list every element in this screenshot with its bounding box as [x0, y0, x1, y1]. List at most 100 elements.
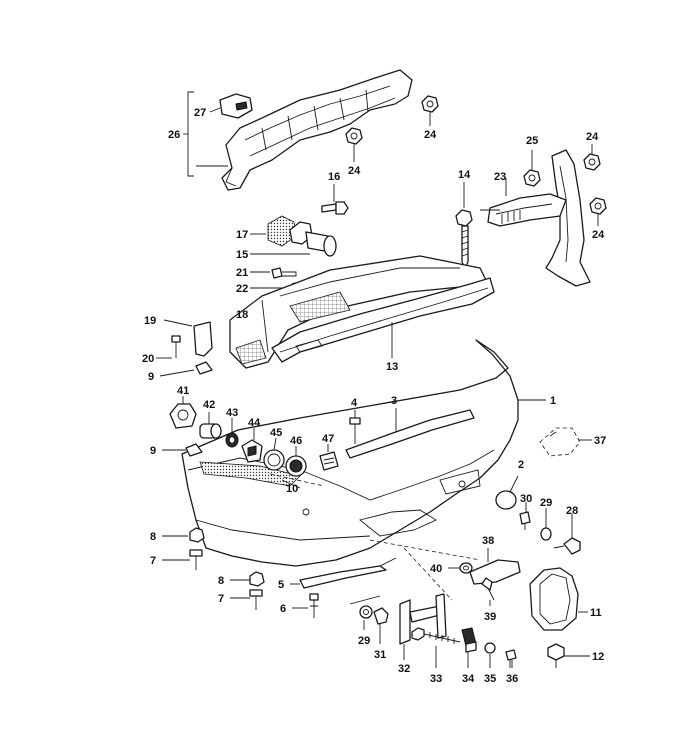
ring-45	[263, 437, 285, 471]
callout-1: 1	[550, 395, 556, 407]
callout-37: 37	[594, 435, 606, 447]
callout-30: 30	[520, 493, 532, 505]
side-bracket-23	[480, 149, 591, 287]
callout-11: 11	[590, 607, 602, 619]
cap-30	[519, 502, 531, 530]
ring-43	[225, 418, 239, 448]
callout-31: 31	[374, 649, 386, 661]
callout-13: 13	[386, 361, 398, 373]
bracket-17	[250, 215, 297, 247]
callout-15: 15	[236, 249, 248, 261]
callout-2: 2	[518, 459, 524, 471]
callout-22: 22	[236, 283, 248, 295]
callout-26: 26	[168, 129, 180, 141]
callout-18: 18	[236, 309, 248, 321]
bracket-32	[399, 593, 447, 660]
bolt-14	[455, 182, 473, 269]
bolt-12	[547, 643, 590, 668]
mount-15	[250, 221, 337, 257]
bolt-33	[411, 627, 461, 668]
washer-40	[448, 562, 473, 574]
callout-19: 19	[144, 315, 156, 327]
bracket-19	[163, 319, 213, 357]
callout-7-upper: 7	[150, 555, 156, 567]
callout-16: 16	[328, 171, 340, 183]
screw-20	[156, 335, 181, 359]
callout-29-upper: 29	[540, 497, 552, 509]
screw-4	[349, 410, 361, 444]
nut-24-b	[345, 127, 363, 162]
callout-24-d: 24	[592, 229, 605, 241]
callout-36: 36	[506, 673, 518, 685]
callout-44: 44	[248, 417, 261, 429]
clip-34	[461, 627, 477, 668]
nut-24-a	[421, 95, 439, 126]
callout-8-lower: 8	[218, 575, 224, 587]
callout-39: 39	[484, 611, 496, 623]
nut-24-c	[583, 144, 601, 171]
callout-38: 38	[482, 535, 494, 547]
guide-lines	[349, 539, 481, 605]
nut-31	[373, 607, 389, 644]
callout-32: 32	[398, 663, 410, 675]
callout-6: 6	[280, 603, 286, 615]
dashed-guide-10	[269, 473, 325, 487]
callout-24-a: 24	[424, 129, 437, 141]
seal-3	[345, 408, 475, 459]
washer-35	[484, 642, 496, 668]
strip-10	[199, 461, 301, 487]
callout-8-upper: 8	[150, 531, 156, 543]
callout-47: 47	[322, 433, 334, 445]
callout-12: 12	[592, 651, 604, 663]
plate-38	[469, 548, 521, 585]
lamp-housing-11	[529, 567, 588, 631]
callout-9-lower: 9	[150, 445, 156, 457]
cover-2	[495, 475, 519, 510]
callout-41: 41	[177, 385, 189, 397]
strip-5	[290, 557, 397, 589]
ring-46	[285, 446, 307, 477]
bumper-carrier-13	[271, 277, 495, 363]
callout-29-lower: 29	[358, 635, 370, 647]
impact-absorber-upper	[221, 69, 413, 191]
callout-42: 42	[203, 399, 215, 411]
screw-28	[553, 514, 581, 555]
impact-absorber-18	[229, 255, 487, 369]
sensor-41	[169, 396, 197, 429]
sensor-part-27	[219, 93, 253, 119]
screw-7-upper	[162, 549, 203, 570]
callout-9-upper: 9	[148, 371, 154, 383]
callout-10: 10	[286, 483, 298, 495]
nut-24-d	[589, 197, 607, 226]
callout-28: 28	[566, 505, 578, 517]
callout-24-c: 24	[586, 131, 599, 143]
bolt-16	[321, 184, 349, 215]
callout-24-b: 24	[348, 165, 361, 177]
callout-33: 33	[430, 673, 442, 685]
callout-27: 27	[194, 107, 206, 119]
callout-35: 35	[484, 673, 496, 685]
callout-7-lower: 7	[218, 593, 224, 605]
callout-25: 25	[526, 135, 538, 147]
screw-7-lower	[230, 589, 263, 610]
clip-6	[292, 593, 319, 618]
callout-4: 4	[351, 397, 358, 409]
leader-10	[281, 479, 301, 489]
cover-37	[539, 427, 592, 457]
callout-20: 20	[142, 353, 154, 365]
callout-43: 43	[226, 407, 238, 419]
sensor-42	[199, 412, 222, 439]
callout-45: 45	[270, 427, 282, 439]
clip-9-upper	[159, 361, 213, 377]
callout-40: 40	[430, 563, 442, 575]
callout-3: 3	[391, 395, 397, 407]
clip-9-lower	[162, 443, 203, 457]
callout-21: 21	[236, 267, 248, 279]
nut-8-lower	[230, 571, 265, 587]
holder-44	[241, 428, 263, 463]
bolt-21	[250, 267, 297, 279]
pin-39	[481, 577, 495, 606]
connector-47	[319, 444, 339, 471]
screw-36	[505, 649, 517, 668]
callout-34: 34	[462, 673, 475, 685]
